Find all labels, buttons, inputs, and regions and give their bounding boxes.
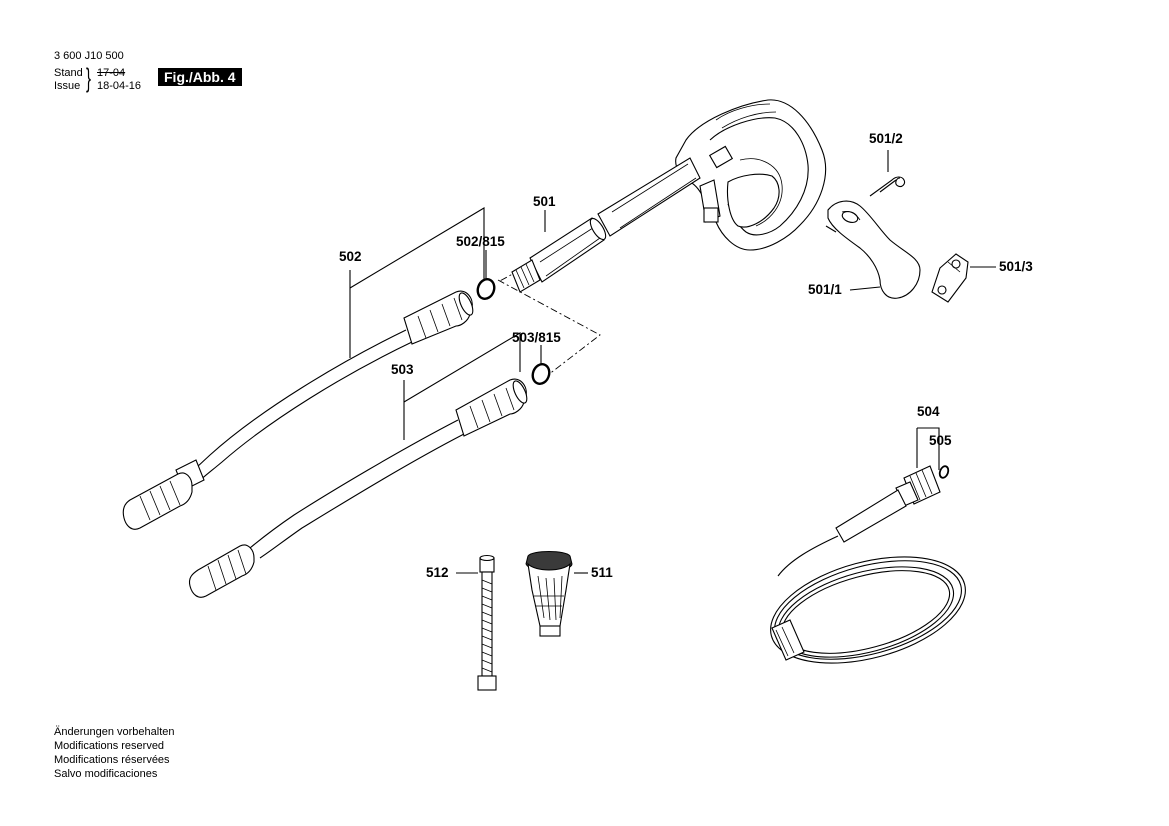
clip-icon [931, 253, 969, 303]
part-label-501-2: 501/2 [869, 131, 903, 146]
part-label-505: 505 [929, 433, 952, 448]
lance-icon [122, 290, 474, 530]
o-ring-icon [476, 278, 551, 385]
trigger-icon [825, 200, 921, 299]
footer-note-fr: Modifications réservées [54, 754, 170, 766]
footer-note-de: Änderungen vorbehalten [54, 726, 175, 738]
part-label-503-815: 503/815 [512, 330, 561, 345]
part-label-501-1: 501/1 [808, 282, 842, 297]
stand-label: Stand [54, 67, 83, 79]
spring-icon [869, 176, 906, 197]
connector-hose-icon [477, 554, 497, 691]
part-label-502: 502 [339, 249, 362, 264]
part-label-503: 503 [391, 362, 414, 377]
spray-gun-icon [511, 99, 827, 293]
footer-note-es: Salvo modificaciones [54, 768, 158, 780]
issue-label: Issue [54, 80, 81, 92]
stand-value: 17-04 [97, 67, 126, 79]
leader-lines [349, 150, 996, 574]
lance-icon [188, 378, 528, 598]
o-ring-icon [938, 465, 950, 479]
document-number: 3 600 J10 500 [54, 50, 124, 62]
issue-value: 18-04-16 [97, 80, 142, 92]
water-filter-icon [525, 551, 573, 637]
part-label-501-3: 501/3 [999, 259, 1033, 274]
footer-note-en: Modifications reserved [54, 740, 165, 752]
part-label-511: 511 [591, 565, 613, 580]
part-label-504: 504 [917, 404, 940, 419]
header-brace: } [86, 63, 91, 93]
part-label-501: 501 [533, 194, 556, 209]
figure-tag: Fig./Abb. 4 [158, 68, 242, 86]
part-label-512: 512 [426, 565, 449, 580]
part-label-502-815: 502/815 [456, 234, 505, 249]
hose-icon [770, 465, 966, 664]
